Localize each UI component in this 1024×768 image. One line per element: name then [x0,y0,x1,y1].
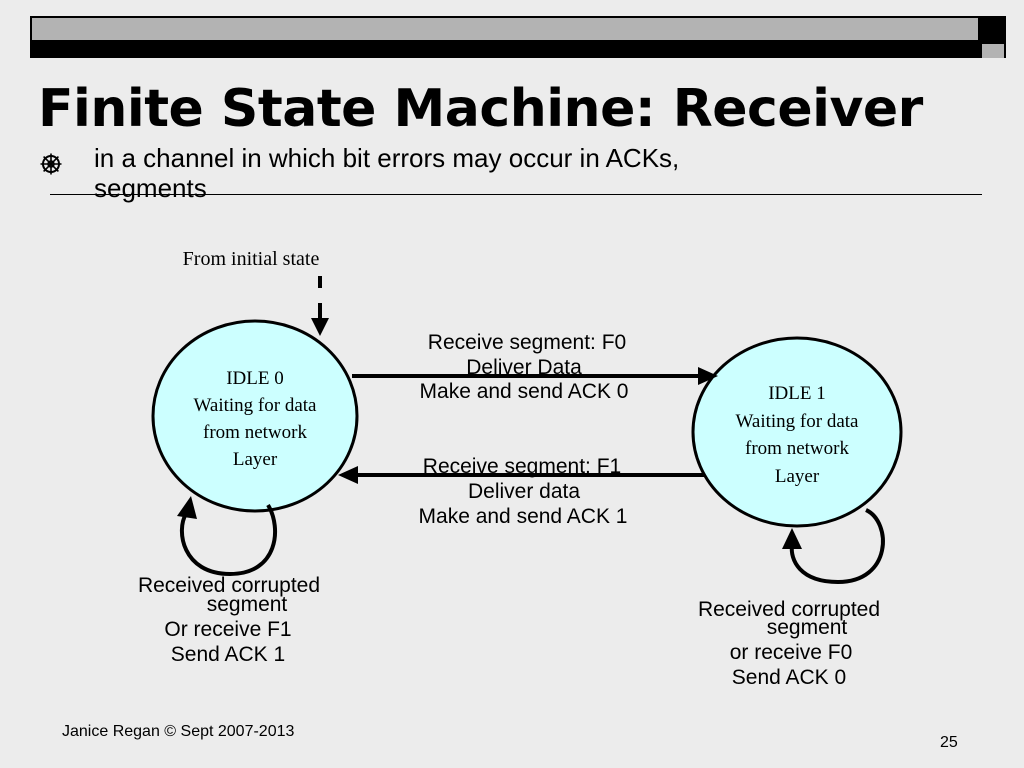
transition-arrowhead-bottom [338,466,358,484]
state-idle-1 [691,336,903,528]
bullet-line-2: segments [94,173,207,203]
state-idle-0 [151,319,359,513]
right-loop-line-1: Received corrupted [698,598,880,621]
slide-title: Finite State Machine: Receiver [38,79,923,139]
idle1-line-4: Layer [775,466,820,487]
header-bar-black [30,40,982,58]
left-loop-line-1: Received corrupted [138,574,320,597]
idle0-line-2: Waiting for data [194,395,318,416]
top-transition-line-3: Make and send ACK 0 [420,380,629,403]
bottom-transition-line-3: Make and send ACK 1 [419,505,628,528]
top-transition-line-1: Receive segment: F0 [428,331,626,354]
self-loop-idle-1 [789,508,885,585]
idle0-line-1: IDLE 0 [226,368,284,389]
left-loop-line-3: Or receive F1 [164,618,291,641]
wheel-bullet-icon [40,153,62,175]
right-loop-line-3: or receive F0 [730,641,853,664]
bullet-line-1: in a channel in which bit errors may occ… [94,143,680,173]
left-loop-line-2: segment [207,593,288,616]
bullet-underline [50,194,982,195]
idle1-line-1: IDLE 1 [768,383,826,404]
initial-state-label: From initial state [183,248,320,270]
idle0-line-4: Layer [233,449,278,470]
bottom-transition-line-2: Deliver data [468,480,580,503]
footer-author: Janice Regan © Sept 2007-2013 [62,723,295,740]
self-loop-idle-0 [179,503,278,577]
initial-arrowhead [311,318,329,336]
idle0-line-3: from network [203,422,307,443]
transition-arrowhead-top [698,367,718,385]
top-transition-line-2: Deliver Data [466,356,582,379]
header-corner-inner [982,44,1004,58]
bottom-transition-line-1: Receive segment: F1 [423,455,621,478]
right-loop-line-2: segment [767,616,848,639]
header-bar-gray [30,16,982,42]
bullet-text: in a channel in which bit errors may occ… [94,143,914,203]
self-loop-idle-1-arrowhead [782,528,802,549]
left-loop-line-4: Send ACK 1 [171,643,285,666]
idle1-line-2: Waiting for data [736,411,860,432]
self-loop-idle-0-arrowhead [177,496,197,519]
page-number: 25 [940,734,958,751]
right-loop-line-4: Send ACK 0 [732,666,846,689]
idle1-line-3: from network [745,438,849,459]
